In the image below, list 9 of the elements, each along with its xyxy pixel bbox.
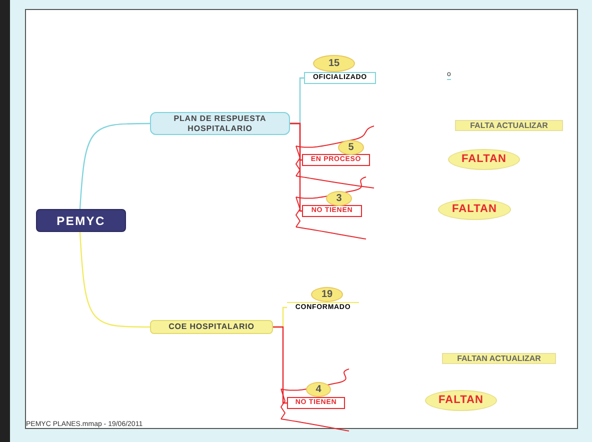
branch-line xyxy=(290,122,302,212)
branch-line xyxy=(79,232,150,328)
note-box: FALTA ACTUALIZAR xyxy=(455,120,563,131)
main-topic: PLAN DE RESPUESTA HOSPITALARIO xyxy=(150,112,290,135)
branch-line xyxy=(79,122,150,210)
note-box: FALTAN ACTUALIZAR xyxy=(442,353,556,364)
main-topic: COE HOSPITALARIO xyxy=(150,320,273,334)
root-topic: PEMYC xyxy=(36,209,126,232)
branch-line xyxy=(273,326,287,404)
